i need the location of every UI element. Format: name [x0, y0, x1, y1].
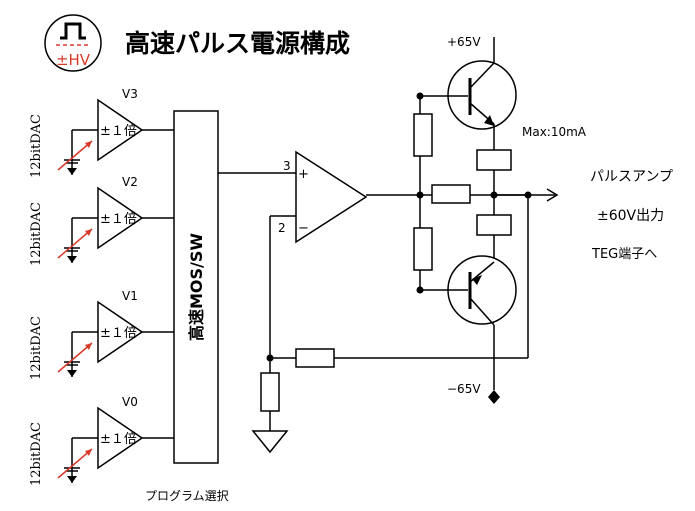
- opamp-pin-minus: 2: [278, 221, 286, 235]
- opamp: [295, 150, 368, 244]
- gain-resistor: [260, 372, 280, 412]
- buffer-name: V0: [122, 395, 138, 409]
- dac-channel-v1: 12bitDAC ±１倍 V1: [29, 289, 174, 380]
- bias-resistor-bottom: [413, 227, 433, 271]
- opamp-plus-sign: +: [298, 167, 309, 182]
- supply-positive-label: +65V: [447, 35, 481, 49]
- dac-channel-v0: 12bitDAC ±１倍 V0: [29, 395, 174, 486]
- buffer-gain: ±１倍: [100, 124, 137, 139]
- ground-symbol: [251, 430, 289, 454]
- buffer-name: V3: [122, 87, 138, 101]
- dac-label: 12bitDAC: [29, 114, 44, 178]
- logo-text: ±HV: [56, 51, 91, 69]
- pnp-transistor: [420, 255, 517, 326]
- dac-label: 12bitDAC: [29, 202, 44, 266]
- dac-channel-v2: 12bitDAC ±１倍 V2: [29, 175, 174, 266]
- opamp-minus-sign: −: [298, 221, 309, 236]
- buffer-name: V2: [122, 175, 138, 189]
- page-title: 高速パルス電源構成: [125, 29, 350, 58]
- dac-label: 12bitDAC: [29, 422, 44, 486]
- buffer-name: V1: [122, 289, 138, 303]
- output-label-voltage: ±60V出力: [597, 208, 664, 224]
- feedback-resistor: [295, 348, 335, 368]
- dac-channel-v3: 12bitDAC ±１倍 V3: [29, 87, 174, 178]
- dac-label: 12bitDAC: [29, 316, 44, 380]
- bias-resistor-top: [413, 113, 433, 157]
- logo: ±HV: [44, 14, 102, 72]
- program-select-label: プログラム選択: [145, 489, 229, 503]
- pulse-waveform-icon: [60, 22, 86, 40]
- output-label-amp: パルスアンプ: [590, 169, 673, 185]
- buffer-gain: ±１倍: [100, 432, 137, 447]
- emitter-resistor-bottom: [476, 214, 512, 236]
- mos-switch-block: [173, 110, 219, 464]
- emitter-resistor-top: [476, 149, 512, 171]
- max-current-label: Max:10mA: [522, 125, 587, 139]
- npn-transistor: [420, 60, 517, 130]
- series-resistor: [431, 184, 471, 204]
- opamp-pin-plus: 3: [283, 159, 291, 173]
- buffer-gain: ±１倍: [100, 326, 137, 341]
- switch-label: 高速MOS/SW: [187, 233, 206, 341]
- buffer-gain: ±１倍: [100, 212, 137, 227]
- output-label-teg: TEG端子へ: [591, 247, 657, 262]
- supply-negative-label: −65V: [447, 382, 481, 396]
- negative-rail-terminal: [488, 390, 500, 404]
